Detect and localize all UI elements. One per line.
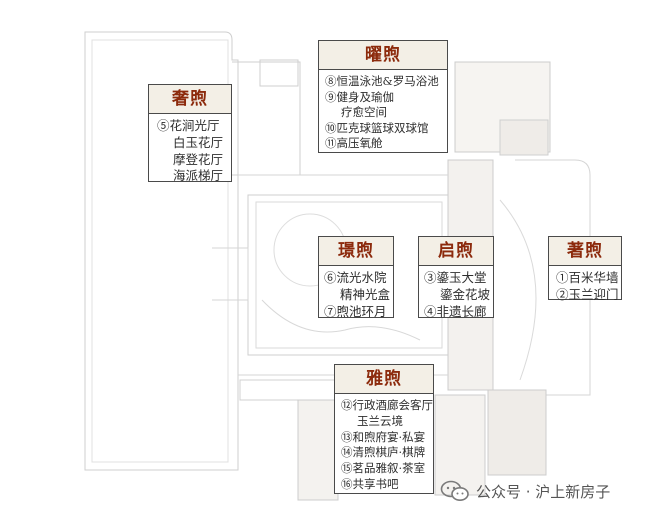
zone-yao: 曜煦 ⑧恒温泳池&罗马浴池 ⑨健身及瑜伽 疗愈空间 ⑩匹克球篮球双球馆 ⑪高压氧… [318, 40, 448, 153]
zone-qi: 启煦 ③鎏玉大堂 鎏金花坡 ④非遗长廊 [418, 236, 494, 319]
north-west-block [232, 61, 301, 176]
west-corridor [212, 247, 249, 301]
zone-yao-list: ⑧恒温泳池&罗马浴池 ⑨健身及瑜伽 疗愈空间 ⑩匹克球篮球双球馆 ⑪高压氧舱 [319, 70, 447, 156]
east-lawn-curve [499, 199, 537, 381]
zone-ya-item: ⑯共享书吧 [341, 476, 399, 491]
zone-yao-item: ⑪高压氧舱 [325, 136, 383, 151]
zone-she-item: 摩登花厅 [173, 151, 224, 167]
watermark-text: 公众号 · 沪上新房子 [476, 482, 611, 501]
zone-yao-title: 曜煦 [319, 41, 447, 70]
zone-ya-item: ⑬和煦府宴·私宴 [341, 429, 426, 444]
zone-zhu-item: ①百米华墙 [556, 270, 619, 285]
zone-she-title: 奢煦 [149, 85, 231, 114]
zone-ya-list: ⑫行政酒廊会客厅 玉兰云境 ⑬和煦府宴·私宴 ⑭清煦棋庐·棋牌 ⑮茗品雅叙·茶室… [335, 394, 433, 497]
zone-she-item: 白玉花厅 [173, 134, 224, 150]
zone-she: 奢煦 ⑤花涧光厅 白玉花厅 摩登花厅 海派梯厅 [148, 84, 232, 183]
zone-qi-item: ③鎏玉大堂 [424, 270, 487, 285]
zone-ya-item: 玉兰云境 [357, 413, 403, 428]
zone-jing-item: 精神光盒 [340, 286, 391, 302]
zone-she-item: ⑤花涧光厅 [157, 118, 220, 133]
courtyard-path [261, 299, 421, 341]
east-lawn-outline [515, 159, 591, 396]
watermark: 公众号 · 沪上新房子 [440, 480, 610, 502]
zone-jing-item: ⑥流光水院 [324, 270, 387, 285]
north-small-room [259, 59, 299, 87]
zone-jing: 璟煦 ⑥流光水院 精神光盒 ⑦煦池环月 [318, 236, 394, 319]
zone-qi-item: ④非遗长廊 [424, 303, 487, 319]
zone-qi-title: 启煦 [419, 237, 493, 266]
zone-ya-title: 雅煦 [335, 365, 433, 394]
zone-ya: 雅煦 ⑫行政酒廊会客厅 玉兰云境 ⑬和煦府宴·私宴 ⑭清煦棋庐·棋牌 ⑮茗品雅叙… [334, 364, 434, 494]
zone-jing-list: ⑥流光水院 精神光盒 ⑦煦池环月 [319, 266, 393, 324]
zone-zhu-list: ①百米华墙 ②玉兰迎门 [549, 266, 621, 308]
zone-ya-item: ⑭清煦棋庐·棋牌 [341, 445, 426, 460]
south-block-a [297, 399, 339, 501]
zone-qi-item: 鎏金花坡 [440, 286, 491, 302]
zone-jing-title: 璟煦 [319, 237, 393, 266]
zone-yao-item: ⑨健身及瑜伽 [325, 89, 394, 104]
south-west-block [239, 379, 341, 401]
zone-yao-item: 疗愈空间 [341, 105, 387, 120]
west-building-outline [84, 31, 239, 471]
south-block-b [434, 394, 486, 496]
zone-jing-item: ⑦煦池环月 [324, 303, 387, 319]
zone-she-list: ⑤花涧光厅 白玉花厅 摩登花厅 海派梯厅 [149, 114, 231, 189]
west-building-inner [91, 39, 229, 463]
zone-yao-item: ⑧恒温泳池&罗马浴池 [325, 74, 439, 88]
south-east-block [487, 389, 547, 476]
zone-zhu-item: ②玉兰迎门 [556, 286, 619, 302]
zone-qi-list: ③鎏玉大堂 鎏金花坡 ④非遗长廊 [419, 266, 493, 324]
zone-ya-item: ⑮茗品雅叙·茶室 [341, 461, 426, 476]
zone-zhu-title: 著煦 [549, 237, 621, 266]
wechat-icon [440, 480, 469, 501]
zone-zhu: 著煦 ①百米华墙 ②玉兰迎门 [548, 236, 622, 302]
zone-she-item: 海派梯厅 [173, 168, 224, 184]
east-annex [499, 119, 549, 156]
zone-ya-item: ⑫行政酒廊会客厅 [341, 398, 433, 412]
zone-yao-item: ⑩匹克球篮球双球馆 [325, 120, 429, 135]
